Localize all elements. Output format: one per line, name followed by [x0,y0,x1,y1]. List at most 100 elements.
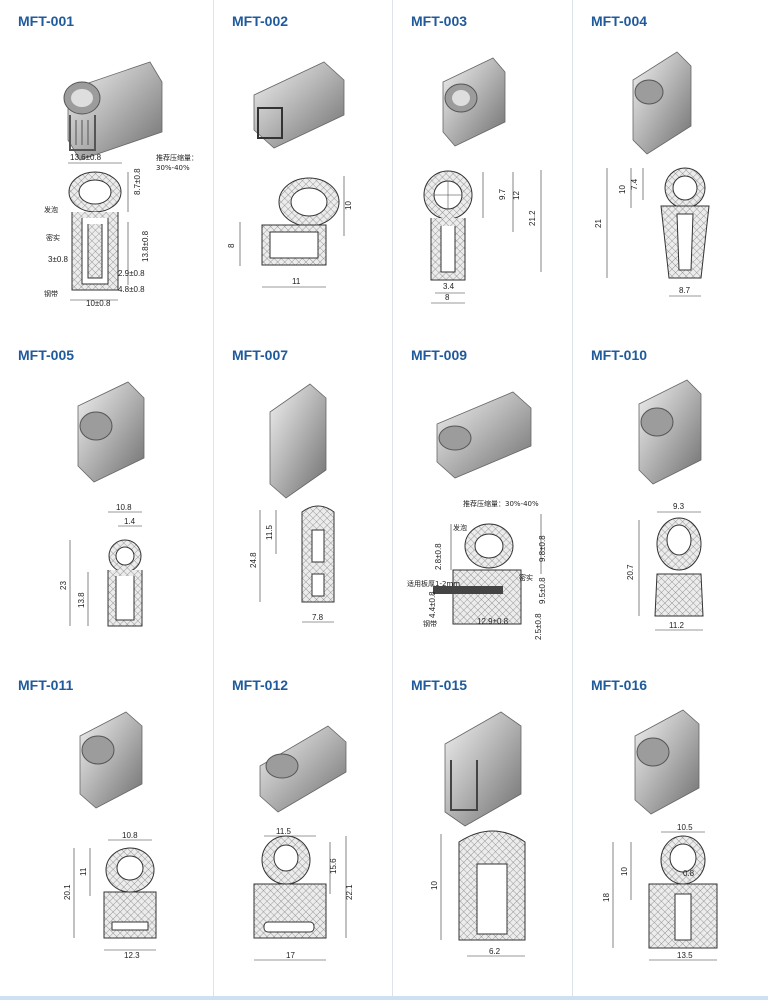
dim-label: 4.4±0.8 [428,591,437,618]
profile-drawing: 10 6.2 [430,711,526,957]
dim-label: 24.8 [249,552,258,568]
profile-3d-render [63,61,163,161]
dim-label: 20.1 [63,884,72,900]
dim-label: 3±0.8 [48,255,69,264]
product-code: MFT-012 [232,677,289,693]
product-code: MFT-010 [591,347,648,363]
product-code: MFT-009 [411,347,468,363]
note-label: 密实 [519,573,533,582]
product-code: MFT-001 [18,13,75,29]
profile-drawing: 11.5 24.8 7.8 [249,383,335,623]
product-card[interactable]: MFT-005 10.8 1.4 23 13.8 [0,334,213,664]
dim-label: 13.8 [77,592,86,608]
product-card[interactable]: MFT-003 9.7 12 21.2 [392,0,572,334]
product-card[interactable]: MFT-012 11.5 15.6 22.1 17 [213,664,392,996]
profile-drawing: 10.8 11 20.1 12.3 [63,711,157,960]
dim-label: 8 [445,293,450,302]
profile-cross-section [638,511,704,631]
dim-label: 4.8±0.8 [118,285,145,294]
profile-cross-section [253,835,347,961]
dim-label: 2.9±0.8 [118,269,145,278]
profile-drawing: 推荐压缩量：30%-40% 发泡 适用板厚1-2mm 密实 钢带 2.8±0.8… [407,391,547,640]
dim-label: 22.1 [345,884,354,900]
profile-drawing: 10.8 1.4 23 13.8 [59,381,145,627]
dim-label: 13.5 [677,951,693,960]
product-card[interactable]: MFT-007 11.5 24.8 7.8 [213,334,392,664]
dim-label: 3.4 [443,282,455,291]
dim-label: 6.2 [489,947,501,956]
dim-label: 11.5 [265,524,274,540]
bottom-divider [0,996,768,1000]
product-card[interactable]: MFT-002 10 8 11 [213,0,392,334]
profile-cross-section [606,167,710,297]
dim-label: 0.8 [683,869,695,878]
dim-label: 7.8 [312,613,324,622]
dim-label: 10 [620,867,629,876]
note-label: 推荐压缩量： [156,153,198,162]
dim-label: 18 [602,893,611,902]
dim-label: 11.5 [276,827,292,836]
profile-cross-section [612,831,718,961]
dim-label: 11 [292,277,301,286]
product-code: MFT-004 [591,13,648,29]
dim-label: 20.7 [626,564,635,580]
profile-3d-render [77,381,145,483]
product-code: MFT-015 [411,677,468,693]
product-card[interactable]: MFT-010 9.3 20.7 11.2 [572,334,768,664]
note-label: 钢带 [44,289,58,298]
dim-label: 8 [227,243,236,248]
dim-label: 10.8 [116,503,132,512]
profile-3d-render [253,61,345,149]
note-label: 发泡 [453,523,467,532]
profile-3d-render [269,383,327,499]
product-card[interactable]: MFT-009 推荐压缩量：30%-40% 发泡 适用板厚1-2mm 密实 钢带… [392,334,572,664]
profile-3d-render [436,391,532,479]
dim-label: 11 [79,867,88,876]
dim-label: 9.3 [673,502,685,511]
dim-label: 10 [618,185,627,194]
dim-label: 8.7 [679,286,691,295]
profile-3d-render [259,725,347,813]
profile-drawing: 10 7.4 21 8.7 [594,51,710,297]
dim-label: 10.8 [122,831,138,840]
profile-drawing: 10 8 11 [227,61,353,288]
note-label: 钢带 [423,619,437,628]
profile-3d-render [444,711,522,827]
dim-label: 12.3 [124,951,140,960]
note-label: 30%-40% [156,164,190,172]
profile-cross-section [259,505,335,623]
dim-label: 9.7 [498,188,507,200]
product-code: MFT-007 [232,347,289,363]
product-code: MFT-016 [591,677,648,693]
product-card[interactable]: MFT-001 13.6±0.8 8.7±0.8 [0,0,213,334]
dim-label: 13.6±0.8 [70,153,102,162]
note-label: 发泡 [44,205,58,214]
profile-cross-section [239,176,345,288]
profile-drawing: 9.7 12 21.2 3.4 8 [423,57,542,304]
product-card[interactable]: MFT-011 10.8 11 20.1 12.3 [0,664,213,996]
dim-label: 21.2 [528,210,537,226]
dim-label: 2.5±0.8 [534,613,543,640]
product-card[interactable]: MFT-004 10 7.4 21 8.7 [572,0,768,334]
profile-3d-render [638,379,702,485]
dim-label: 21 [594,219,603,228]
product-code: MFT-005 [18,347,75,363]
profile-cross-section [440,830,526,957]
dim-label: 11.2 [669,621,685,630]
profile-3d-render [632,51,692,155]
product-card[interactable]: MFT-015 10 6.2 [392,664,572,996]
product-code: MFT-003 [411,13,468,29]
profile-cross-section [68,162,129,301]
product-card[interactable]: MFT-016 10.5 10 0.8 18 13.5 [572,664,768,996]
dim-label: 8.7±0.8 [133,168,142,195]
profile-cross-section [433,514,542,625]
profile-3d-render [79,711,143,809]
profile-3d-render [634,709,700,815]
dim-label: 1.4 [124,517,136,526]
profile-cross-section [69,511,143,627]
dim-label: 9.5±0.8 [538,577,547,604]
dim-label: 10 [430,881,439,890]
dim-label: 12.9±0.8 [477,617,509,626]
profile-drawing: 10.5 10 0.8 18 13.5 [602,709,718,961]
